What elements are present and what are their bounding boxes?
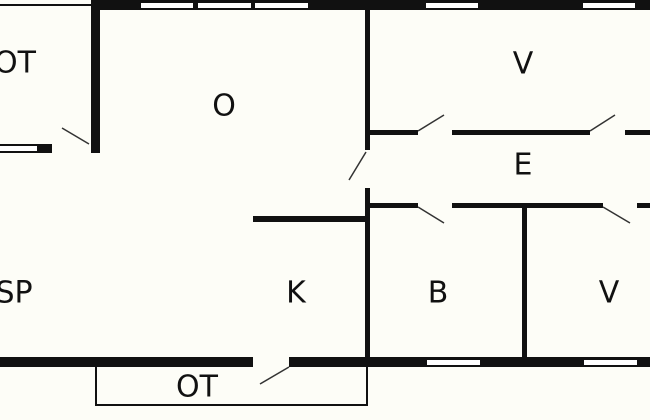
wall-e-bv: [370, 203, 650, 208]
wall-center: [365, 10, 370, 150]
wall-ot-o: [91, 0, 100, 153]
wall-bottom: [0, 357, 650, 367]
balcony-outline: [95, 367, 368, 406]
window: [427, 360, 480, 365]
window: [0, 146, 37, 151]
room-label-e: E: [514, 148, 533, 183]
wall-top: [92, 0, 650, 10]
door-swing: [417, 114, 445, 132]
window: [426, 3, 478, 8]
door-swing: [61, 127, 90, 145]
door-swing: [602, 206, 631, 224]
wall-b-v: [522, 208, 527, 360]
wall-center: [365, 188, 370, 360]
window: [255, 3, 308, 8]
room-label-sp: SP: [0, 276, 33, 311]
wall-kitchen: [253, 216, 366, 222]
room-label-ot-bottom: OT: [176, 370, 219, 405]
door-swing: [259, 366, 290, 385]
wall-v-e: [370, 130, 650, 135]
door-swing: [348, 151, 367, 181]
door-swing: [589, 114, 616, 132]
window: [198, 3, 251, 8]
room-label-v-bottom: V: [599, 276, 620, 311]
room-label-b: B: [428, 276, 449, 311]
window: [583, 3, 635, 8]
wall-ot-top: [0, 4, 96, 6]
room-label-o: O: [212, 89, 236, 124]
room-label-v-top: V: [513, 47, 534, 82]
room-label-k: K: [286, 276, 307, 311]
room-label-ot-top: OT: [0, 46, 37, 81]
window: [141, 3, 193, 8]
window: [584, 360, 637, 365]
door-swing: [417, 206, 445, 224]
